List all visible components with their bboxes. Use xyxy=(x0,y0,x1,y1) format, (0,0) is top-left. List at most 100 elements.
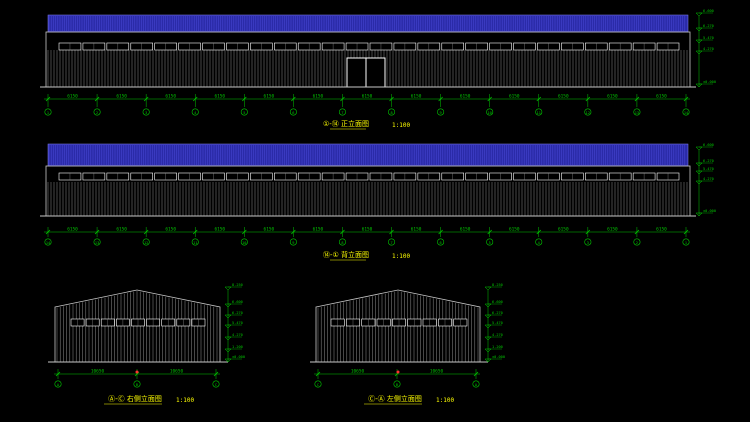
left-window-band xyxy=(330,318,468,327)
axis-bubble xyxy=(191,238,199,246)
axis-bubble xyxy=(388,238,396,246)
span-dimension-label: 6150 xyxy=(264,94,275,100)
dimension-tick xyxy=(315,371,321,377)
level-label: 6.270 xyxy=(232,311,243,315)
axis-label: 7 xyxy=(341,111,343,115)
dimension-tick xyxy=(536,229,542,235)
dimension-tick xyxy=(487,229,492,235)
level-label: ±0.000 xyxy=(492,355,505,359)
dimension-tick xyxy=(340,96,345,102)
axis-label: 9 xyxy=(440,111,442,115)
right-title: Ⓐ-Ⓒ 右侧立面图 1:100 xyxy=(104,394,194,405)
axis-label: 7 xyxy=(390,241,392,245)
axis-bubble xyxy=(682,238,690,246)
axis-label: 11 xyxy=(537,111,541,115)
level-label: ±0.000 xyxy=(232,355,245,359)
level-label: 6.600 xyxy=(492,300,503,304)
axis-label: A xyxy=(57,383,60,387)
dimension-tick xyxy=(634,96,640,102)
dimension-tick xyxy=(473,371,479,377)
level-label: ±0.000 xyxy=(703,209,716,213)
axis-label: 13 xyxy=(95,241,99,245)
front-roof-ribs xyxy=(48,16,686,31)
axis-label: 4 xyxy=(194,111,196,115)
span-dimension-label: 6150 xyxy=(558,227,569,233)
span-dimension-label: 6150 xyxy=(165,94,176,100)
axis-bubble xyxy=(44,108,52,116)
level-label: ±0.000 xyxy=(703,80,716,84)
axis-bubble xyxy=(393,380,401,388)
left-gable-outline xyxy=(315,289,481,363)
back-elevation: 1461501361501261501161501061509615086150… xyxy=(40,143,716,261)
span-dimension-label: 6150 xyxy=(460,94,471,100)
axis-label: 6 xyxy=(292,111,294,115)
level-label: 8.250 xyxy=(492,283,503,287)
level-label: 6.270 xyxy=(492,311,503,315)
dimension-tick xyxy=(94,229,100,235)
back-scale-text: 1:100 xyxy=(392,253,410,260)
span-dimension-label: 6150 xyxy=(558,94,569,100)
level-label: 5.470 xyxy=(492,321,503,325)
axis-bubble xyxy=(142,238,150,246)
dimension-tick xyxy=(192,229,198,235)
axis-bubble xyxy=(535,108,543,116)
axis-bubble xyxy=(240,238,248,246)
span-dimension-label: 6150 xyxy=(460,227,471,233)
axis-bubble xyxy=(44,238,52,246)
span-dimension-label: 6150 xyxy=(362,227,373,233)
span-dimension-label: 6150 xyxy=(67,227,78,233)
axis-label: 10 xyxy=(242,241,246,245)
right-title-text: Ⓐ-Ⓒ 右侧立面图 xyxy=(108,394,162,403)
front-window-band xyxy=(58,42,680,51)
dimension-tick xyxy=(94,96,100,102)
axis-bubble xyxy=(338,108,346,116)
axis-label: A xyxy=(475,383,478,387)
left-title-text: Ⓒ-Ⓐ 左侧立面图 xyxy=(368,394,422,403)
dimension-tick xyxy=(683,229,689,235)
dimension-tick xyxy=(143,96,149,102)
dimension-tick xyxy=(242,229,247,235)
axis-bubble xyxy=(633,238,641,246)
level-label: 5.470 xyxy=(703,167,714,171)
axis-label: 10 xyxy=(488,111,492,115)
span-dimension-label: 6150 xyxy=(362,94,373,100)
span-dimension-label: 6150 xyxy=(656,94,667,100)
axis-bubble xyxy=(437,108,445,116)
span-dimension-label: 6150 xyxy=(607,227,618,233)
back-window-band xyxy=(58,172,680,181)
back-title: ⑭-① 背立面图 1:100 xyxy=(323,250,410,261)
axis-label: 5 xyxy=(489,241,491,245)
axis-bubble xyxy=(133,380,141,388)
front-title: ①-⑭ 正立面图 1:100 xyxy=(323,119,410,130)
axis-label: 11 xyxy=(193,241,197,245)
axis-label: 1 xyxy=(685,241,687,245)
dimension-tick xyxy=(143,229,149,235)
dimension-tick xyxy=(55,371,61,377)
axis-bubble xyxy=(93,238,101,246)
level-label: 5.470 xyxy=(232,321,243,325)
axis-bubble xyxy=(437,238,445,246)
dimension-tick xyxy=(291,229,296,235)
axis-label: 1 xyxy=(47,111,49,115)
back-dimension-line: 1461501361501261501161501061509615086150… xyxy=(44,227,690,246)
axis-bubble xyxy=(584,108,592,116)
span-dimension-label: 6150 xyxy=(656,227,667,233)
right-gable-outline xyxy=(54,289,221,363)
span-dimension-label: 10650 xyxy=(170,369,184,375)
axis-label: 13 xyxy=(635,111,639,115)
span-dimension-label: 6150 xyxy=(214,227,225,233)
axis-label: 6 xyxy=(440,241,442,245)
level-label: 6.270 xyxy=(703,159,714,163)
axis-bubble xyxy=(633,108,641,116)
axis-bubble xyxy=(54,380,62,388)
axis-bubble xyxy=(584,238,592,246)
level-label: 1.200 xyxy=(232,345,243,349)
front-scale-text: 1:100 xyxy=(392,122,410,129)
axis-label: 2 xyxy=(96,111,98,115)
span-dimension-label: 6150 xyxy=(264,227,275,233)
